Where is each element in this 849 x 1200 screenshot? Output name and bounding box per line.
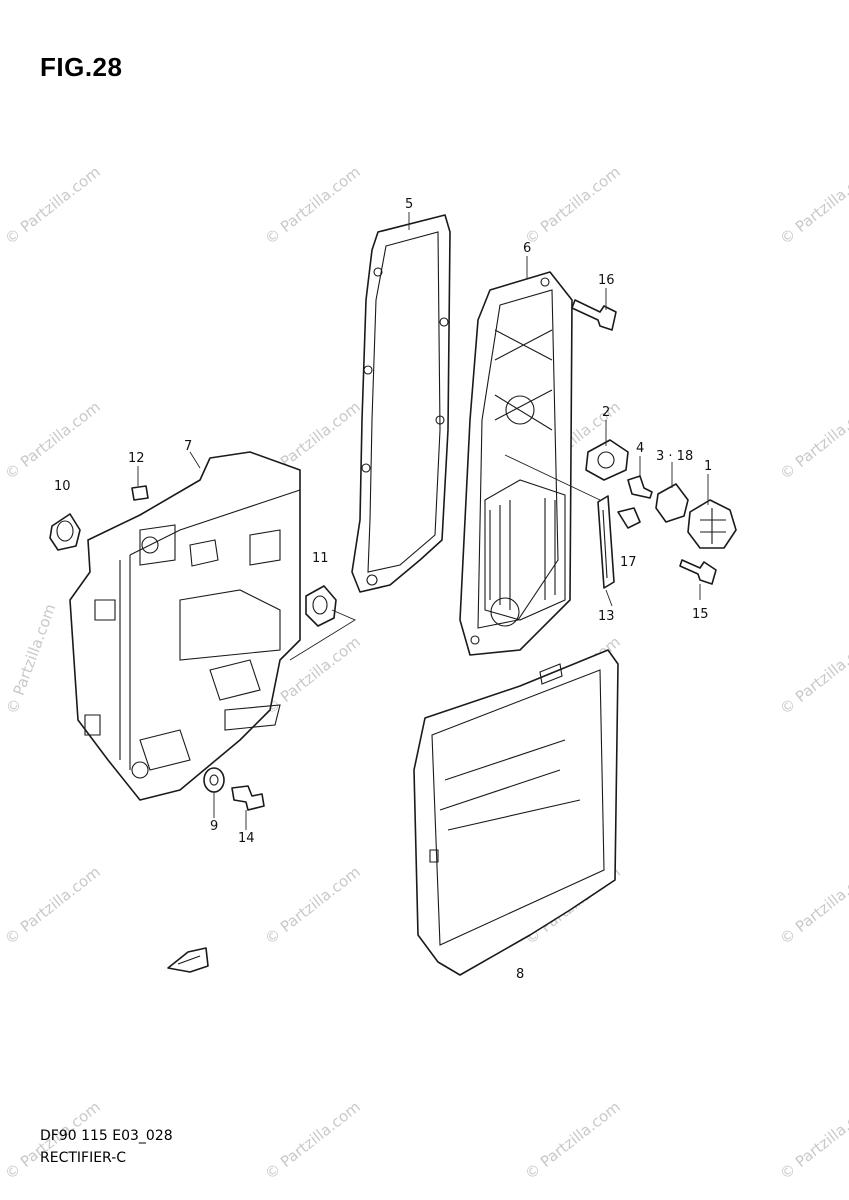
part-13-strap[interactable] (597, 495, 615, 589)
watermark: © Partzilla.com (521, 1098, 623, 1183)
part-5-gasket[interactable] (351, 214, 451, 593)
watermark: © Partzilla.com (1, 863, 103, 948)
watermark: © Partzilla.com (1, 398, 103, 483)
callout-1: 1 (704, 459, 712, 474)
callout-2: 2 (602, 405, 610, 420)
watermark: © Partzilla.com (261, 163, 363, 248)
watermark: © Partzilla.com (261, 1098, 363, 1183)
part-1-holder[interactable] (687, 499, 737, 549)
part-15-bolt[interactable] (679, 559, 717, 585)
part-17-bolt[interactable] (617, 507, 641, 529)
part-2-gasket[interactable] (585, 439, 629, 481)
watermark: © Partzilla.com (3, 601, 60, 716)
callout-6: 6 (523, 241, 531, 256)
part-7-bracket[interactable] (69, 451, 301, 801)
front-direction-arrow-icon (167, 947, 209, 973)
callout-12: 12 (128, 451, 145, 466)
callout-8: 8 (516, 967, 524, 982)
callout-15: 15 (692, 607, 709, 622)
figure-code: DF90 115 E03_028 (40, 1128, 173, 1144)
part-3-18-grommet[interactable] (655, 483, 689, 523)
part-8-cover[interactable] (413, 649, 619, 976)
callout-10: 10 (54, 479, 71, 494)
callout-7: 7 (184, 439, 192, 454)
callout-9: 9 (210, 819, 218, 834)
callout-3-18: 3 · 18 (656, 449, 693, 464)
callout-11: 11 (312, 551, 329, 566)
watermark: © Partzilla.com (776, 163, 849, 248)
watermark: © Partzilla.com (776, 633, 849, 718)
part-16-bolt[interactable] (571, 299, 617, 331)
callout-4: 4 (636, 441, 644, 456)
figure-title: FIG.28 (40, 52, 123, 82)
callout-14: 14 (238, 831, 255, 846)
figure-name: RECTIFIER-C (40, 1150, 127, 1166)
part-9-washer[interactable] (203, 767, 225, 793)
watermark: © Partzilla.com (776, 1098, 849, 1183)
watermark: © Partzilla.com (776, 863, 849, 948)
part-12-clip[interactable] (131, 485, 149, 501)
watermark: © Partzilla.com (261, 863, 363, 948)
callout-17: 17 (620, 555, 637, 570)
part-10-grommet[interactable] (49, 513, 81, 551)
part-14-bolt[interactable] (231, 785, 265, 811)
watermark: © Partzilla.com (776, 398, 849, 483)
callout-13: 13 (598, 609, 615, 624)
part-6-rectifier-plate[interactable] (459, 271, 601, 656)
callout-16: 16 (598, 273, 615, 288)
part-4-screw[interactable] (627, 475, 653, 499)
callout-5: 5 (405, 197, 413, 212)
watermark: © Partzilla.com (1, 163, 103, 248)
watermark: © Partzilla.com (521, 163, 623, 248)
part-11-grommet[interactable] (289, 585, 356, 661)
